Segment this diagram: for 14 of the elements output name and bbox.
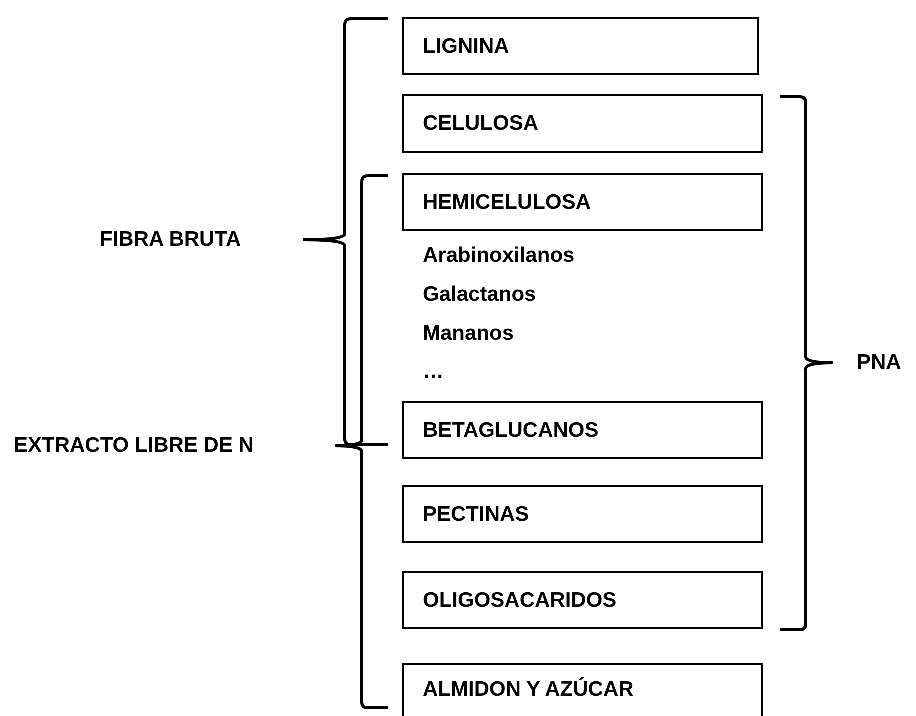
list-item: Arabinoxilanos [423, 243, 575, 269]
category-box: PECTINAS [402, 485, 763, 543]
ellipsis: … [423, 359, 444, 385]
brace-label: FIBRA BRUTA [100, 227, 242, 253]
category-box: HEMICELULOSA [402, 173, 763, 231]
category-box: OLIGOSACARIDOS [402, 571, 763, 629]
brace-label: PNA [857, 350, 902, 376]
category-box: BETAGLUCANOS [402, 401, 763, 459]
list-item: Galactanos [423, 282, 536, 308]
brace-label: EXTRACTO LIBRE DE N [14, 433, 254, 459]
category-box: LIGNINA [402, 17, 759, 75]
list-item: Mananos [423, 321, 514, 347]
category-box: ALMIDON Y AZÚCAR [402, 663, 763, 716]
category-box: CELULOSA [402, 94, 763, 153]
